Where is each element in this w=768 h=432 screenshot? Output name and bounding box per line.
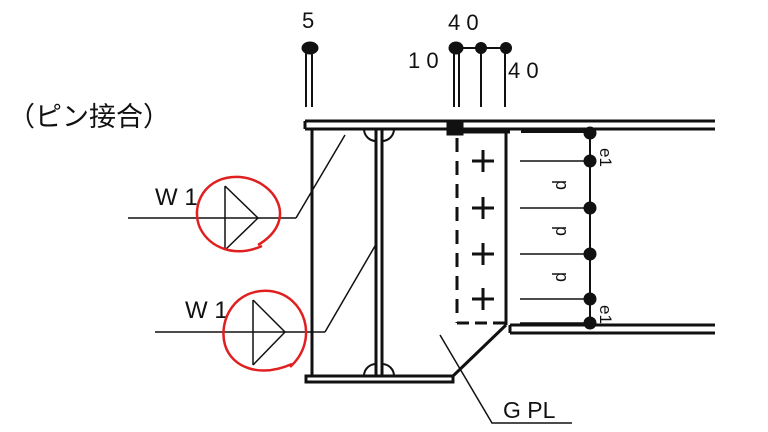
fillet-weld-icon — [252, 299, 287, 366]
dim-40-b: 4 0 — [508, 58, 539, 83]
weld-symbol-2: W 1 — [155, 245, 376, 372]
gusset-plate-callout: G PL — [439, 334, 572, 424]
pitch-p-3: p — [552, 272, 572, 282]
red-annotation-circle — [195, 175, 282, 253]
weld-symbol-1: W 1 — [128, 134, 346, 253]
top-dimensions: 5 4 0 1 0 4 0 — [301, 8, 539, 107]
pitch-e1-bottom: e1 — [596, 305, 615, 324]
steel-members — [303, 119, 715, 384]
pitch-e1-top: e1 — [596, 148, 615, 167]
weld-label: W 1 — [185, 297, 228, 324]
dim-40-a: 4 0 — [448, 10, 479, 35]
dim-dot — [448, 41, 464, 55]
fillet-weld-icon — [224, 185, 260, 251]
dim-dot — [301, 41, 319, 55]
red-annotation-circle — [222, 289, 308, 372]
pitch-dimensions: e1 p p p e1 — [520, 126, 615, 330]
drawing-title: （ピン接合） — [8, 102, 170, 132]
bolt-plus-icon — [472, 288, 494, 310]
dim-5: 5 — [302, 8, 314, 33]
bolt-plus-icon — [472, 243, 494, 265]
weld-label: W 1 — [155, 184, 198, 211]
gusset-label: G PL — [503, 397, 556, 423]
dim-10: 1 0 — [408, 48, 439, 73]
bolt-plus-icon — [472, 150, 494, 172]
pitch-p-1: p — [552, 180, 572, 190]
bolts — [472, 150, 494, 310]
bolt-plus-icon — [472, 197, 494, 219]
pitch-p-2: p — [552, 226, 572, 236]
